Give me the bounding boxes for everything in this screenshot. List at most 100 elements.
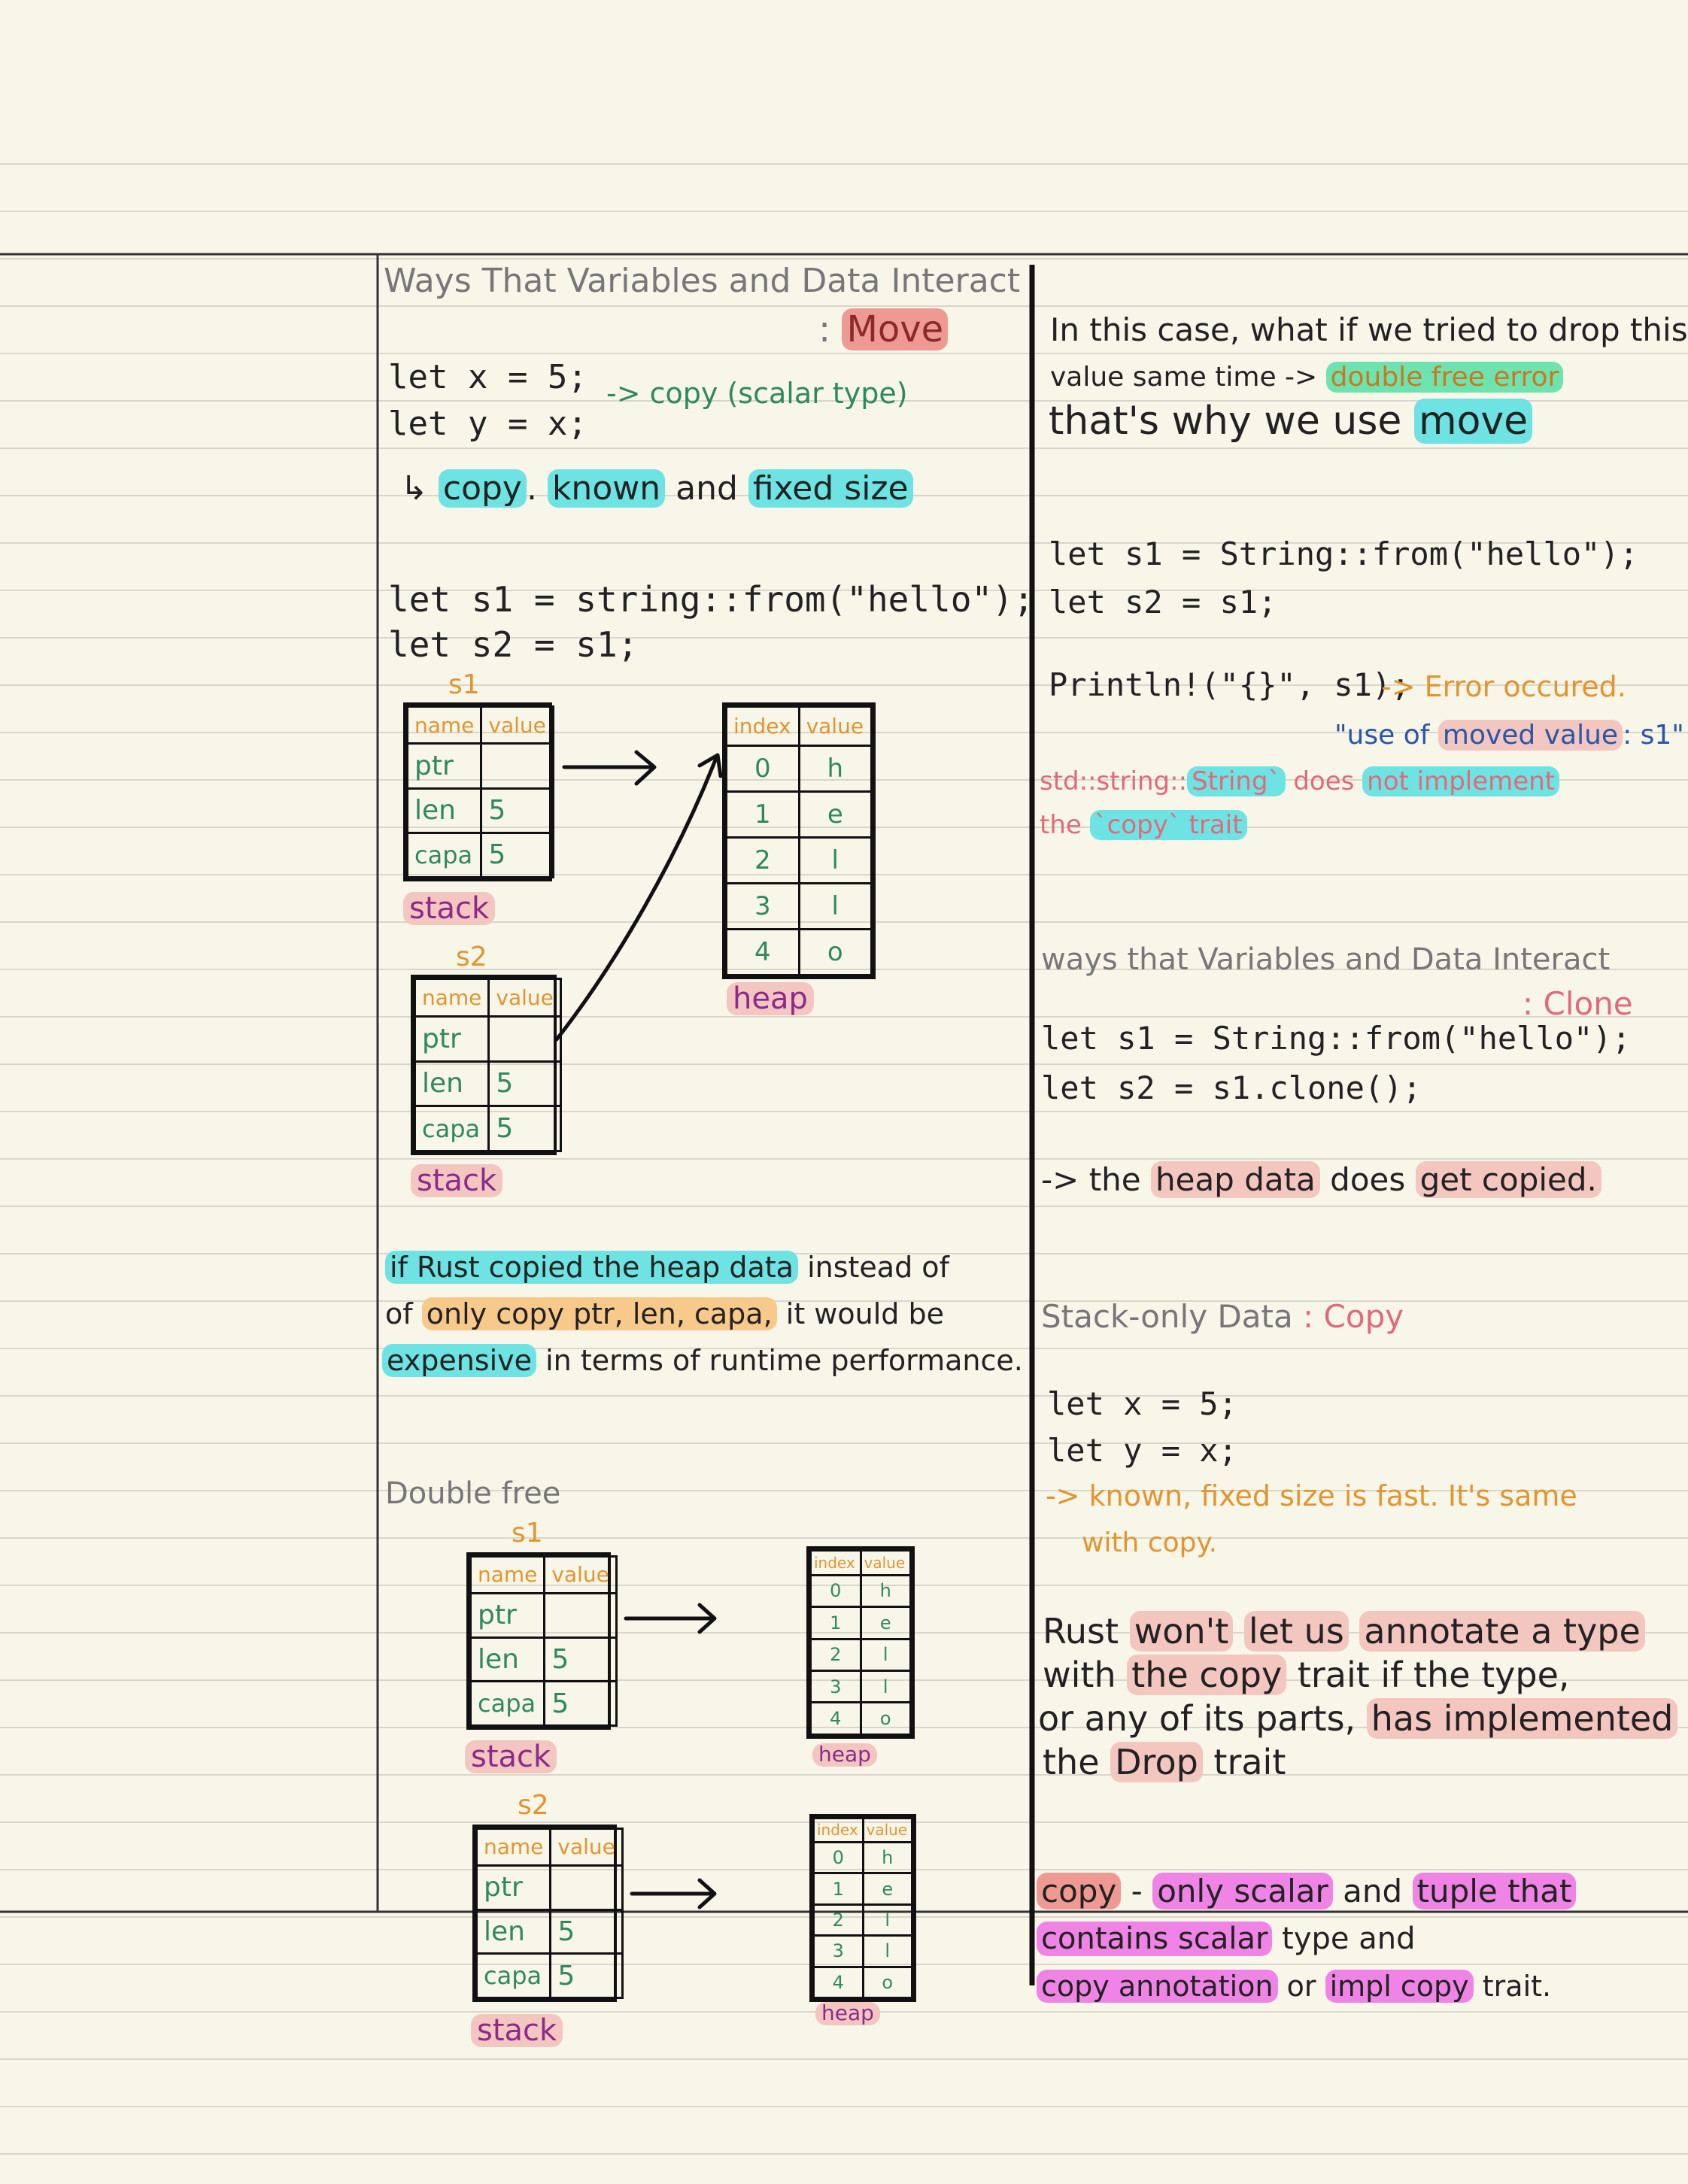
code1-line1: let x = 5; [388, 358, 587, 396]
code3-line3: Println!("{}", s1); [1049, 666, 1410, 703]
clone-subtitle: : Clone [1523, 985, 1633, 1022]
heap-index-header: index [725, 705, 800, 747]
copy-line2: contains scalar type and [1037, 1922, 1416, 1956]
heap-index: 4 [725, 927, 800, 977]
rust-line2-with: with [1043, 1655, 1116, 1695]
heap-index: 2 [812, 1903, 864, 1937]
heap-value: l [859, 1670, 912, 1704]
err-line1-not-impl: not implement [1362, 766, 1560, 796]
copy-line2-contains: contains scalar [1037, 1922, 1273, 1956]
s1-ptr-arrowhead [634, 750, 657, 786]
heap-index: 1 [725, 790, 800, 839]
cell-ptr: ptr [475, 1864, 552, 1911]
heap-value: l [861, 1903, 914, 1937]
rust-line4: the Drop trait [1043, 1742, 1286, 1782]
heap-value: l [859, 1637, 912, 1673]
heap-value: e [797, 790, 873, 839]
clone-note-a: -> the [1041, 1161, 1141, 1198]
heap-index-header: index [812, 1817, 864, 1843]
cell-value: value [543, 1555, 618, 1594]
heap-value: o [797, 927, 873, 977]
double-free-title: Double free [385, 1476, 561, 1511]
err-line2-the: the [1040, 810, 1082, 840]
heap-value: o [859, 1701, 912, 1736]
copy-note-fixed: fixed size [748, 469, 913, 508]
err-line1-does: does [1293, 766, 1355, 796]
copy-line3-or: or [1286, 1970, 1316, 2003]
heap-index: 3 [812, 1934, 864, 1968]
move-subtitle-colon: : [818, 308, 831, 350]
heap-value: l [797, 881, 873, 930]
para-of: of [385, 1297, 413, 1330]
heap-index: 1 [812, 1872, 864, 1906]
heap-index: 4 [809, 1701, 862, 1736]
copy-line1: copy - only scalar and tuple that [1037, 1873, 1577, 1909]
code5-line2: let y = x; [1047, 1432, 1237, 1469]
code4-line2: let s2 = s1.clone(); [1041, 1069, 1422, 1106]
rust-line4-drop: Drop [1110, 1742, 1203, 1782]
para-line1: if Rust copied the heap data instead of [385, 1251, 949, 1284]
drop-line2-text: value same time -> [1050, 362, 1318, 393]
copy-line1-copy: copy [1037, 1873, 1122, 1909]
df-s1-arrowhead [697, 1603, 717, 1634]
err-line1-a: std::string:: [1040, 766, 1188, 796]
clone-note-copied: get copied. [1415, 1161, 1601, 1198]
rust-line1-let: let us [1243, 1611, 1349, 1652]
code3-error: -> Error occured. [1381, 670, 1626, 703]
s2-ptr-arrowhead [697, 753, 723, 778]
heap-value-header: value [861, 1817, 914, 1843]
rust-line3: or any of its parts, has implemented [1038, 1698, 1678, 1739]
cell-ptr: ptr [405, 742, 483, 790]
heap-index: 2 [725, 836, 800, 884]
cell-name: name [413, 978, 490, 1018]
para-only-copy: only copy ptr, len, capa, [421, 1297, 777, 1330]
cell-ptr: ptr [413, 1015, 490, 1063]
err-line2-copy-trait: `copy` trait [1089, 810, 1247, 840]
code3-line1: let s1 = String::from("hello"); [1049, 535, 1638, 572]
move-title: Ways That Variables and Data Interact [384, 262, 1021, 300]
err-line1: std::string::String` does not implement [1040, 766, 1560, 796]
heap-value: l [861, 1934, 914, 1968]
heap-value: h [859, 1573, 912, 1609]
rust-line1-annotate: annotate a type [1359, 1611, 1645, 1652]
drop-line3-text: that's why we use [1049, 399, 1402, 444]
para-expensive: expensive [382, 1344, 537, 1377]
heap-index: 0 [809, 1573, 862, 1609]
copy-line1-dash: - [1131, 1873, 1143, 1909]
heap-label: heap [727, 982, 814, 1015]
stack-only-title: Stack-only Data : Copy [1041, 1301, 1404, 1333]
code5-line1: let x = 5; [1047, 1385, 1237, 1422]
heap-value: h [797, 744, 873, 793]
code1-note: -> copy (scalar type) [606, 377, 908, 410]
copy-note-arrow: ↳ [400, 469, 428, 508]
rust-line1-a: Rust [1043, 1611, 1119, 1652]
cell-name: name [405, 705, 483, 745]
cell-len-value: 5 [480, 787, 554, 834]
heap-value: o [861, 1965, 914, 2000]
heap-index: 4 [812, 1965, 864, 2000]
copy-line3-trait: trait. [1482, 1970, 1552, 2003]
cell-len: len [469, 1636, 546, 1683]
df-s2-arrowhead [697, 1878, 717, 1909]
drop-line2: value same time -> double free error [1050, 362, 1564, 393]
heap-index: 0 [812, 1840, 864, 1875]
err-line1-string: String` [1187, 766, 1286, 796]
code2-line1: let s1 = string::from("hello"); [388, 579, 1034, 620]
drop-line3: that's why we use move [1049, 399, 1533, 444]
cell-name: name [475, 1828, 552, 1867]
cell-len-value: 5 [543, 1636, 618, 1683]
cell-capa-value: 5 [543, 1680, 618, 1727]
rust-line3-implemented: has implemented [1366, 1698, 1678, 1739]
copy-line2-type: type and [1282, 1922, 1416, 1956]
heap-value-header: value [797, 705, 873, 747]
heap-value: h [861, 1840, 914, 1875]
drop-line3-move: move [1413, 399, 1533, 444]
s2-ptr-arrow [554, 756, 718, 1042]
err-line2: the `copy` trait [1040, 810, 1247, 840]
